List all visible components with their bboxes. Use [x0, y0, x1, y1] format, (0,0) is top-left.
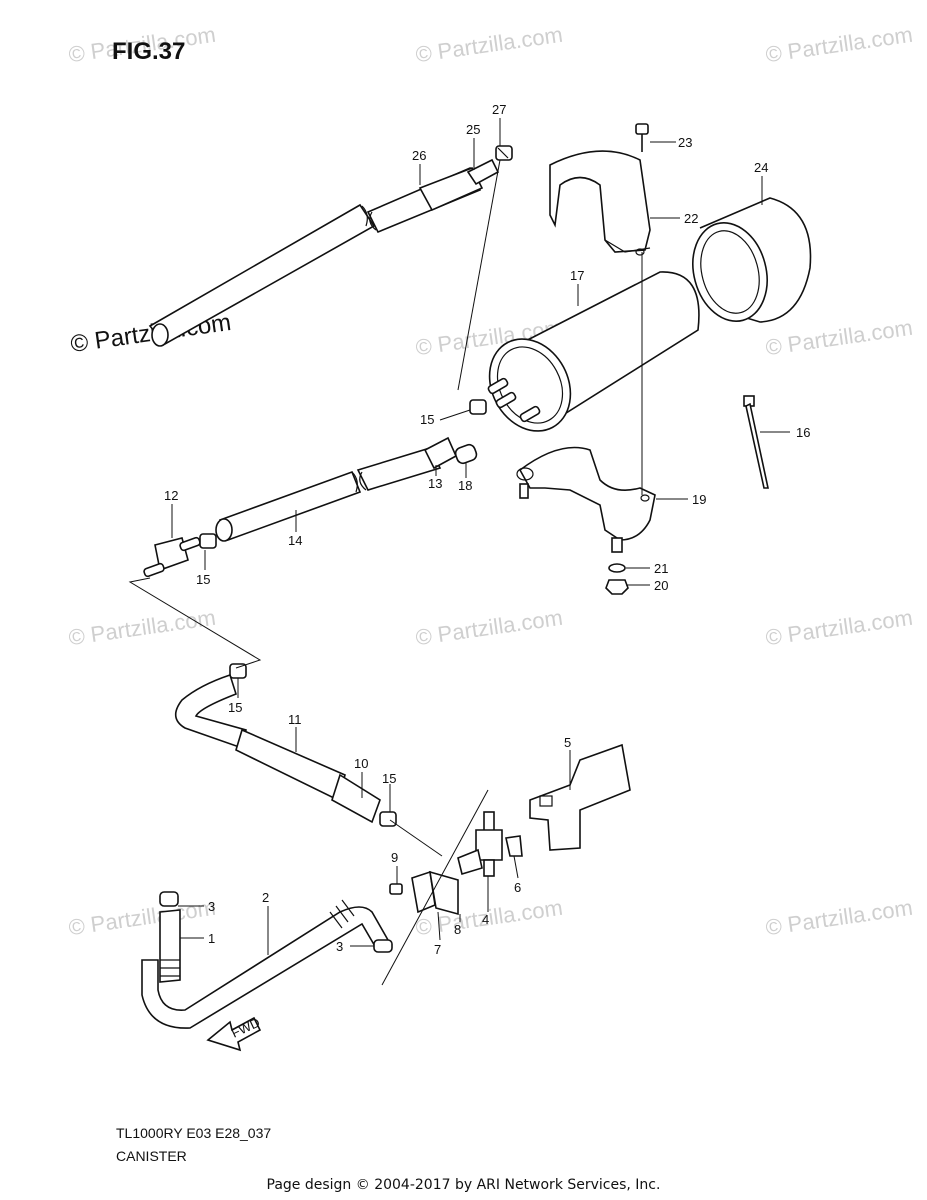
hose-14[interactable]: [215, 447, 442, 542]
clamp-15[interactable]: [199, 533, 217, 549]
clamp-3[interactable]: [159, 891, 179, 907]
assembly-lines: [128, 159, 501, 986]
callout-13[interactable]: 13: [428, 476, 442, 491]
canister-17[interactable]: [474, 271, 700, 445]
clamp-15[interactable]: [379, 811, 397, 827]
clamp-27[interactable]: [495, 145, 513, 161]
model-code: TL1000RY E03 E28_037: [116, 1125, 272, 1141]
bolt-9[interactable]: [389, 883, 403, 895]
callout-1[interactable]: 1: [208, 931, 215, 946]
callout-11[interactable]: 11: [288, 712, 302, 727]
callout-15b[interactable]: 15: [196, 572, 210, 587]
fwd-arrow-icon: FWD: [206, 1015, 262, 1052]
page-footer: Page design © 2004-2017 by ARI Network S…: [266, 1177, 661, 1193]
callout-17[interactable]: 17: [570, 268, 584, 283]
valve-4[interactable]: [457, 811, 503, 877]
callout-12[interactable]: 12: [164, 488, 178, 503]
nut-20[interactable]: [605, 579, 629, 595]
callout-3a[interactable]: 3: [208, 899, 215, 914]
ring-24[interactable]: [682, 197, 812, 330]
callout-15a[interactable]: 15: [420, 412, 434, 427]
callout-14[interactable]: 14: [288, 533, 302, 548]
callout-9[interactable]: 9: [391, 850, 398, 865]
callout-16[interactable]: 16: [796, 425, 810, 440]
diagram-caption: CANISTER: [116, 1148, 187, 1164]
callout-22[interactable]: 22: [684, 211, 698, 226]
callout-6[interactable]: 6: [514, 880, 521, 895]
bracket-8[interactable]: [429, 870, 459, 916]
clip-6[interactable]: [505, 835, 523, 857]
callout-26[interactable]: 26: [412, 148, 426, 163]
leader-lines: [171, 118, 790, 955]
bracket-22[interactable]: [549, 150, 651, 256]
hose-11[interactable]: [174, 673, 346, 802]
callout-20[interactable]: 20: [654, 578, 668, 593]
callout-19[interactable]: 19: [692, 492, 706, 507]
clamp-15[interactable]: [229, 663, 247, 679]
tie-16[interactable]: [743, 395, 769, 489]
pipe-1[interactable]: [159, 909, 181, 983]
callout-2[interactable]: 2: [262, 890, 269, 905]
figure-title: FIG.37: [112, 38, 186, 65]
bolt-23[interactable]: [635, 123, 649, 152]
callout-25[interactable]: 25: [466, 122, 480, 137]
callout-4[interactable]: 4: [482, 912, 489, 927]
callout-24[interactable]: 24: [754, 160, 768, 175]
callout-23[interactable]: 23: [678, 135, 692, 150]
clamp-3[interactable]: [373, 939, 393, 953]
clamp-15[interactable]: [469, 399, 487, 415]
hose-10[interactable]: [331, 773, 381, 824]
callout-15c[interactable]: 15: [228, 700, 242, 715]
callout-7[interactable]: 7: [434, 942, 441, 957]
washer-21[interactable]: [608, 563, 626, 573]
callout-5[interactable]: 5: [564, 735, 571, 750]
hose-2[interactable]: [141, 899, 390, 1029]
cap-18[interactable]: [454, 443, 478, 465]
valve-12[interactable]: [143, 536, 201, 578]
callout-21[interactable]: 21: [654, 561, 668, 576]
callout-27[interactable]: 27: [492, 102, 506, 117]
bracket-19[interactable]: [516, 446, 656, 553]
callout-10[interactable]: 10: [354, 756, 368, 771]
bracket-5[interactable]: [529, 743, 631, 851]
callout-8[interactable]: 8: [454, 922, 461, 937]
callout-18[interactable]: 18: [458, 478, 472, 493]
hose-26[interactable]: [148, 158, 500, 347]
callout-15d[interactable]: 15: [382, 771, 396, 786]
callouts: 27 25 26 23 24 22 17 15 16 13 18 19 12 1…: [164, 102, 810, 957]
callout-3b[interactable]: 3: [336, 939, 343, 954]
